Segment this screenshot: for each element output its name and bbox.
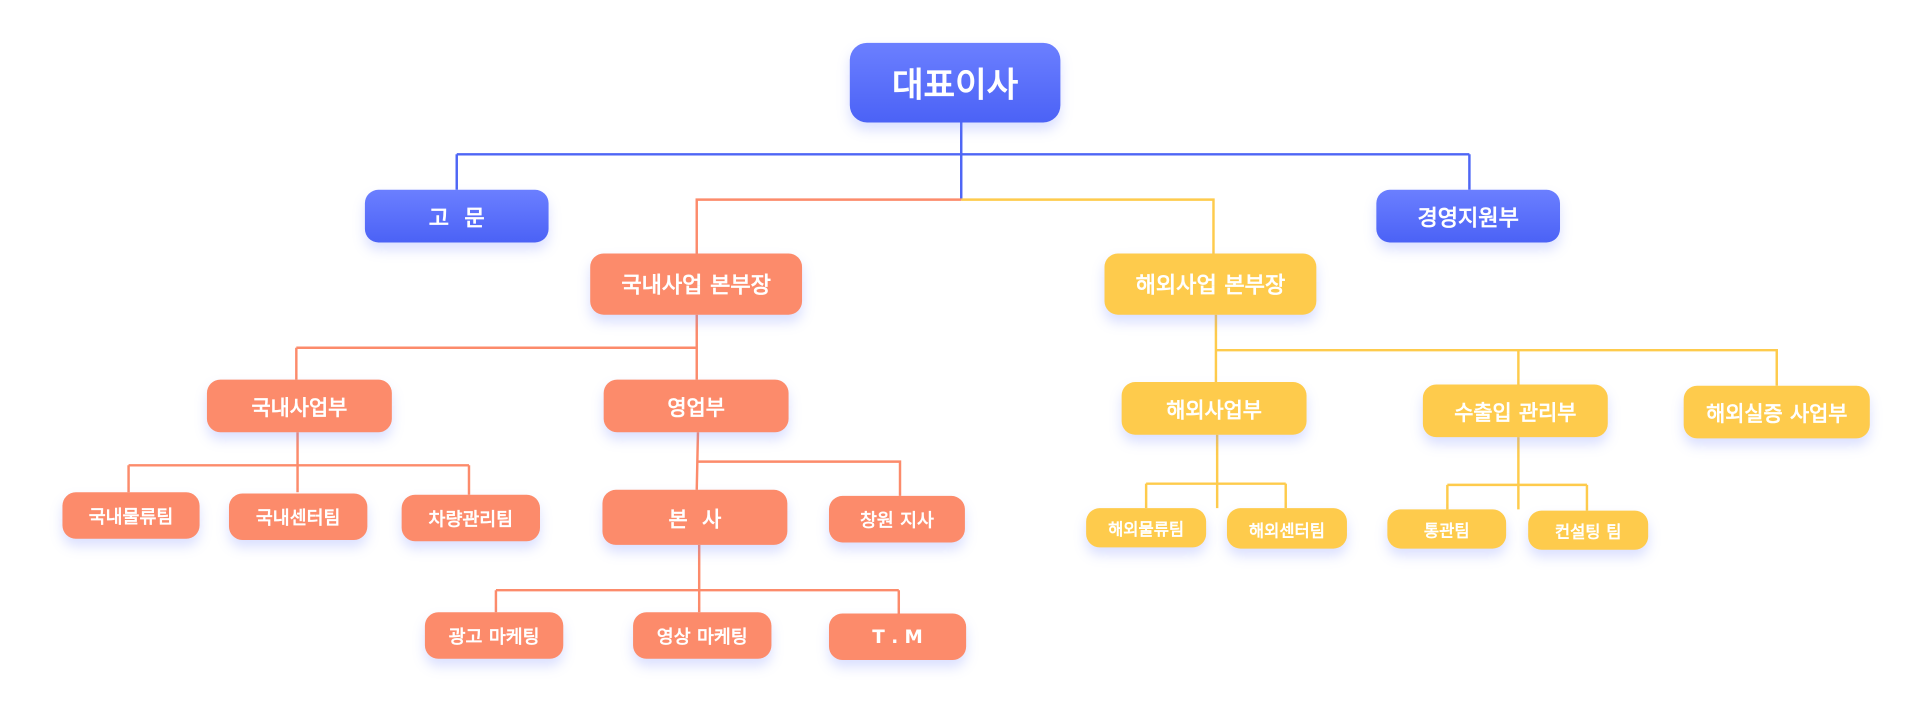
node-demo-dept: 해외실증 사업부 [1683, 385, 1870, 439]
node-label: 해외물류팀 [1108, 520, 1185, 541]
node-label: 대표이사 [892, 64, 1019, 105]
node-label: 영업부 [667, 396, 725, 422]
node-domestic-business-dept: 국내사업부 [206, 379, 392, 433]
node-team: 국내센터팀 [228, 493, 368, 541]
node-label: 해외사업 본부장 [1135, 273, 1286, 299]
node-team: 광고 마케팅 [424, 612, 564, 659]
node-team: 컨설팅 팀 [1528, 510, 1649, 550]
node-label: 차량관리팀 [428, 507, 514, 530]
node-ceo: 대표이사 [849, 42, 1061, 123]
node-team: 해외물류팀 [1086, 508, 1207, 548]
node-label: 컨설팅 팀 [1554, 522, 1622, 543]
node-hq: 본 사 [602, 489, 788, 545]
node-trade-dept: 수출입 관리부 [1422, 384, 1608, 438]
node-team: 통관팀 [1387, 509, 1507, 549]
node-label: 해외실증 사업부 [1706, 402, 1848, 428]
node-label: 수출입 관리부 [1454, 401, 1577, 427]
executive-connectors [455, 122, 1471, 200]
domestic-connectors [127, 198, 962, 614]
node-team: 국내물류팀 [62, 492, 200, 539]
node-label: 영상 마케팅 [656, 625, 748, 648]
node-label: 경영지원부 [1417, 205, 1519, 231]
node-label: 국내사업 본부장 [621, 273, 771, 299]
node-team: 영상 마케팅 [633, 612, 772, 659]
node-overseas-business-dept: 해외사업부 [1121, 382, 1307, 435]
node-advisor: 고 문 [364, 189, 549, 243]
node-label: 본 사 [668, 508, 722, 533]
node-branch: 창원 지사 [828, 495, 965, 543]
node-label: 고 문 [428, 205, 485, 231]
node-label: 해외센터팀 [1248, 521, 1325, 541]
node-label: 창원 지사 [859, 508, 934, 531]
node-domestic-head: 국내사업 본부장 [590, 253, 803, 315]
overseas-connectors [961, 198, 1778, 511]
node-overseas-head: 해외사업 본부장 [1104, 253, 1317, 315]
node-team: 해외센터팀 [1226, 508, 1347, 549]
node-label: 국내센터팀 [255, 506, 341, 529]
node-label: 국내물류팀 [88, 505, 174, 528]
node-team: T . M [828, 613, 967, 661]
node-label: 해외사업부 [1166, 399, 1262, 424]
node-management-support: 경영지원부 [1376, 189, 1561, 243]
node-label: 통관팀 [1423, 521, 1470, 542]
node-label: 광고 마케팅 [448, 625, 540, 648]
node-team: 차량관리팀 [401, 494, 541, 542]
node-sales-dept: 영업부 [603, 379, 789, 433]
node-label: T . M [872, 625, 923, 648]
node-label: 국내사업부 [251, 396, 348, 422]
